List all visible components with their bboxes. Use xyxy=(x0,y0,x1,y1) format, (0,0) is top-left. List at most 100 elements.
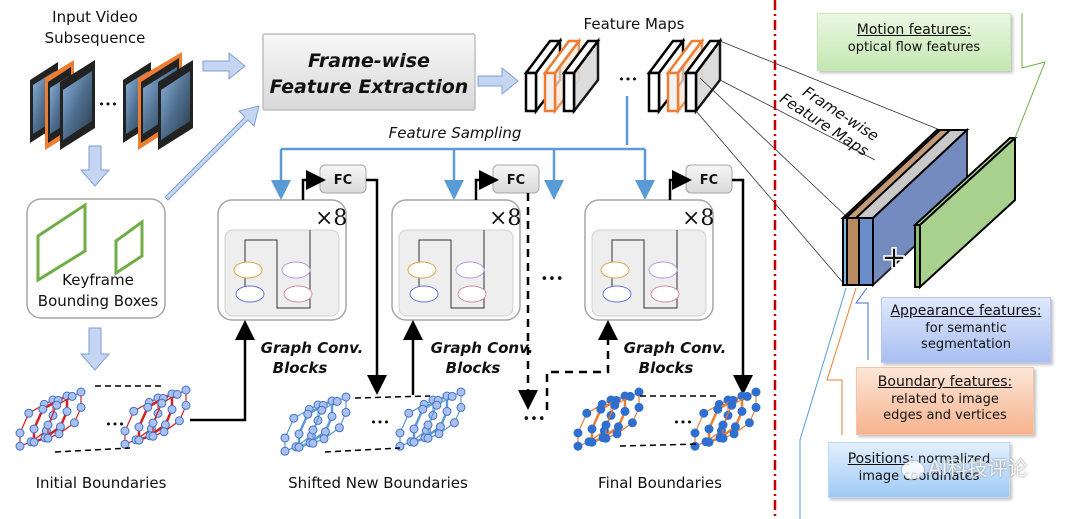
appearance-features-box: Appearance features: for semantic segmen… xyxy=(881,297,1051,363)
graph-conv-label-3a: Graph Conv. xyxy=(624,339,727,357)
boundary-vertex xyxy=(294,429,304,439)
repeat-label-1: ×8 xyxy=(315,206,347,231)
connector-lines xyxy=(799,13,1046,519)
boundary-vertex xyxy=(601,420,611,430)
boundary-features-box: Boundary features: related to image edge… xyxy=(856,367,1034,435)
boundary-vertex xyxy=(134,435,144,445)
boundary-vertex xyxy=(690,428,700,438)
boundary-vertex xyxy=(409,424,419,434)
fc-box-1: FC xyxy=(319,164,367,194)
graph-conv-block-3 xyxy=(584,199,714,321)
boundary-features-heading: Boundary features: xyxy=(877,374,1013,390)
boundary-vertex xyxy=(713,404,723,414)
boundary-vertex xyxy=(15,441,25,451)
boundary-vertex xyxy=(612,429,622,439)
boundary-vertex xyxy=(625,391,635,401)
keyframe-bbox-1 xyxy=(36,202,87,283)
appearance-features-desc-1: for semantic xyxy=(925,320,1007,336)
boundary-link-dashed xyxy=(354,395,431,399)
boundary-vertex xyxy=(751,402,761,412)
boundary-vertex xyxy=(587,424,597,434)
boundary-vertex xyxy=(456,402,466,412)
boundary-vertex xyxy=(751,387,761,397)
boundary-vertex xyxy=(29,437,39,447)
feature-maps-right xyxy=(646,37,723,115)
arrow-keyframes-to-initial xyxy=(79,327,111,371)
repeat-label-2: ×8 xyxy=(489,206,521,231)
motion-features-box: Motion features: optical flow features xyxy=(817,13,1011,71)
motion-features-desc: optical flow features xyxy=(847,39,981,55)
fc-label-2: FC xyxy=(507,173,525,188)
initial-boundaries-label: Initial Boundaries xyxy=(36,474,167,492)
boundary-features-desc-1: related to image xyxy=(891,391,999,407)
appearance-features-heading: Appearance features: xyxy=(890,303,1042,319)
boundary-vertex xyxy=(120,426,130,436)
boundary-vertex xyxy=(634,402,644,412)
blocks-ellipsis: ••• xyxy=(540,272,563,287)
boundary-vertex xyxy=(627,418,637,428)
boundary-link-dashed xyxy=(54,447,131,453)
boundary-vertex xyxy=(582,408,592,418)
graph-conv-label-2a: Graph Conv. xyxy=(431,339,534,357)
boundary-vertex xyxy=(29,424,39,434)
boundary-vertex xyxy=(634,387,644,397)
boundary-vertex xyxy=(404,408,414,418)
boundary-vertex xyxy=(174,416,184,426)
boundary-ellipsis: ••• xyxy=(105,418,124,431)
frames-ellipsis-1: ••• xyxy=(98,98,117,111)
boundary-vertex xyxy=(167,404,177,414)
boundary-vertex xyxy=(434,429,444,439)
arrow-video-to-keyframes xyxy=(79,145,111,187)
boundary-ellipsis: ••• xyxy=(673,416,692,429)
arrow-extraction-to-maps xyxy=(477,66,519,96)
graph-conv-label-2b: Blocks xyxy=(446,359,501,377)
arrow-video-to-extraction xyxy=(202,51,246,81)
feature-extraction-box xyxy=(262,33,476,111)
dashed-ellipsis: ••• xyxy=(522,412,545,427)
motion-features-heading: Motion features: xyxy=(856,22,972,38)
graph-conv-label-3b: Blocks xyxy=(639,359,694,377)
boundary-vertex xyxy=(449,418,459,428)
feature-maps-label: Feature Maps xyxy=(584,15,685,33)
boundary-vertex xyxy=(43,433,53,443)
boundary-vertex xyxy=(596,404,606,414)
feature-extraction-label-2: Feature Extraction xyxy=(270,76,469,98)
boundary-vertex xyxy=(418,404,428,414)
boundary-vertex xyxy=(148,431,158,441)
boundary-vertex xyxy=(704,437,714,447)
final-boundaries: ••• xyxy=(573,387,761,451)
boundary-vertex xyxy=(52,400,62,410)
boundary-vertex xyxy=(423,420,433,430)
boundary-vertex xyxy=(76,387,86,397)
boundary-vertex xyxy=(341,392,351,402)
boundary-vertex xyxy=(308,425,318,435)
boundary-vertex xyxy=(601,433,611,443)
boundary-vertex xyxy=(172,389,182,399)
feature-sampling-label: Feature Sampling xyxy=(389,124,522,142)
watermark: AI科技评论 xyxy=(902,452,1028,481)
keyframe-bbox-2 xyxy=(114,219,144,276)
boundary-vertex xyxy=(334,423,344,433)
fc-box-3: FC xyxy=(685,164,733,194)
shifted-boundaries: ••• xyxy=(280,387,466,456)
initial-boundaries: ••• xyxy=(15,385,191,453)
graph-conv-block-2 xyxy=(391,199,521,321)
boundary-vertex xyxy=(308,438,318,448)
input-video-label-2: Subsequence xyxy=(45,29,146,47)
input-video-label-1: Input Video xyxy=(52,8,138,26)
boundary-vertex xyxy=(76,402,86,412)
boundary-vertex xyxy=(24,408,34,418)
boundary-vertex xyxy=(395,428,405,438)
boundary-vertex xyxy=(327,411,337,421)
boundary-link-dashed xyxy=(324,447,401,453)
feature-maps-ellipsis: ••• xyxy=(618,73,637,86)
boundary-vertex xyxy=(744,418,754,428)
boundary-vertex xyxy=(587,437,597,447)
boundary-vertex xyxy=(148,418,158,428)
boundary-vertex xyxy=(159,427,169,437)
boundary-vertex xyxy=(620,406,630,416)
boundary-vertex xyxy=(442,406,452,416)
plus-icon: + xyxy=(881,238,908,276)
graph-conv-label-1b: Blocks xyxy=(273,359,328,377)
boundary-vertex xyxy=(134,422,144,432)
